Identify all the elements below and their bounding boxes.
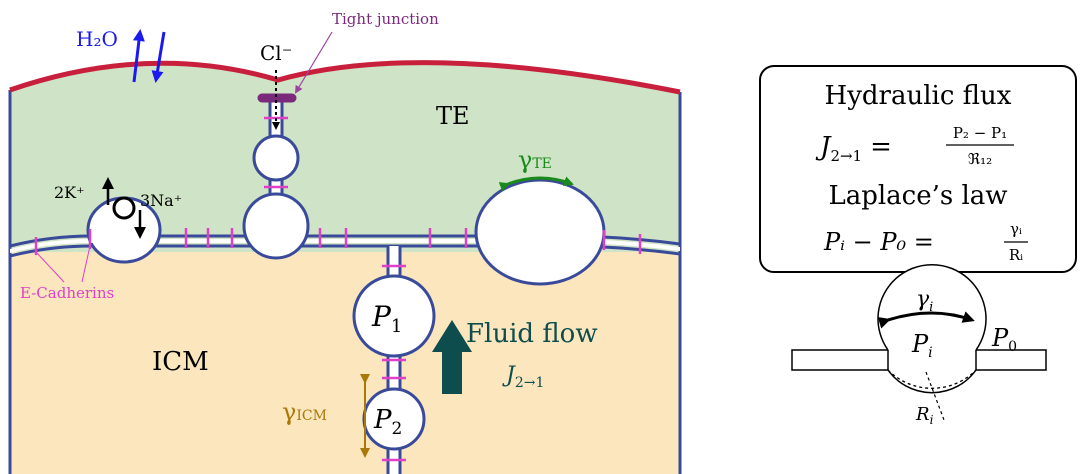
e-cadherins-label: E-Cadherins xyxy=(20,284,114,302)
laplace-title: Laplace’s law xyxy=(828,181,1007,211)
small-lumen-upper xyxy=(252,134,300,182)
water-in-arrow xyxy=(151,31,166,83)
large-lumen-te xyxy=(474,178,606,286)
water-label: H₂O xyxy=(76,27,118,51)
fluid-flow-label: Fluid flow xyxy=(466,319,598,349)
pi-label: Pi xyxy=(911,330,933,361)
embryo-panel: Tight junction Cl⁻ H₂O 2K⁺ 3Na⁺ E-Cadher… xyxy=(8,10,682,474)
na-k-pump xyxy=(102,177,146,239)
fluid-flux-label: J2→1 xyxy=(502,363,544,391)
gamma-i-arrow xyxy=(877,311,975,329)
potassium-label: 2K⁺ xyxy=(54,183,85,202)
lumen-p1 xyxy=(352,274,436,358)
p1-label: P1 xyxy=(371,300,402,337)
ri-label: Ri xyxy=(915,404,934,427)
hydraulic-flux-title: Hydraulic flux xyxy=(825,81,1012,111)
chloride-label: Cl⁻ xyxy=(260,41,292,65)
water-out-arrow xyxy=(132,29,145,83)
gamma-te-label: γTE xyxy=(518,146,552,174)
p2-label: P2 xyxy=(373,405,402,439)
tight-junction-label: Tight junction xyxy=(332,10,439,28)
hydraulic-flux-lhs: J2→1= xyxy=(815,132,892,165)
sodium-label: 3Na⁺ xyxy=(140,191,182,210)
equations-box: Hydraulic flux J2→1= P₂ − P₁ ℜ₁₂ Laplace… xyxy=(759,65,1077,273)
hydraulic-flux-denominator: ℜ₁₂ xyxy=(968,150,992,168)
gamma-icm-label: γICM xyxy=(282,398,327,426)
apical-membrane xyxy=(9,60,681,95)
te-label: TE xyxy=(436,102,470,130)
gamma-i-label: γi xyxy=(916,287,933,315)
laplace-lhs: Pᵢ − P₀ = xyxy=(823,228,934,256)
fluid-flow-arrow xyxy=(432,320,472,394)
hydraulic-flux-numerator: P₂ − P₁ xyxy=(953,124,1007,142)
laplace-denominator: Rᵢ xyxy=(1009,246,1023,264)
gamma-te-arrow xyxy=(498,176,574,192)
laplace-numerator: γᵢ xyxy=(1010,220,1022,238)
small-lumen-lower xyxy=(242,192,310,260)
icm-region xyxy=(10,252,680,474)
p0-label: P0 xyxy=(991,324,1017,355)
lumen-schematic: γi Pi P0 Ri xyxy=(791,264,1047,427)
icm-label: ICM xyxy=(152,347,209,377)
